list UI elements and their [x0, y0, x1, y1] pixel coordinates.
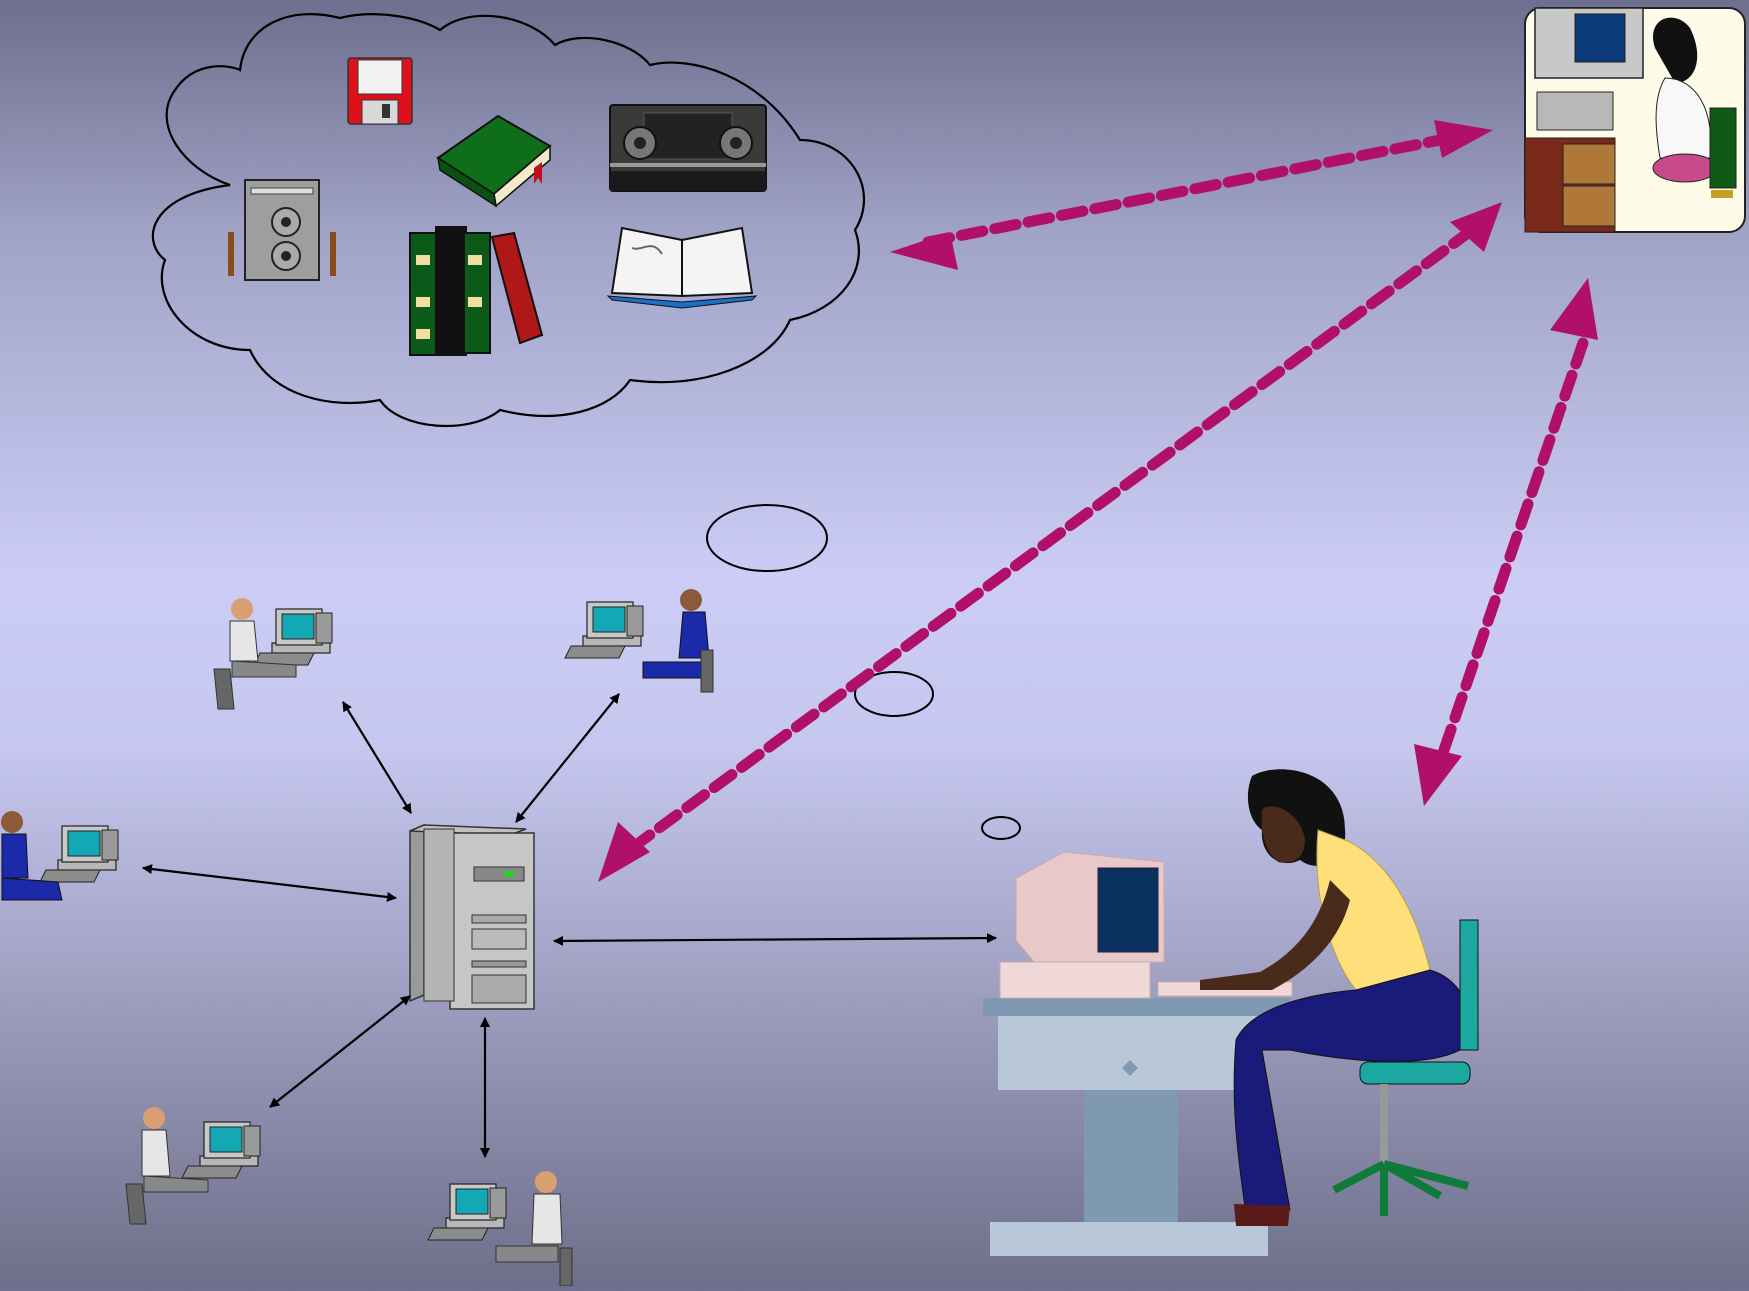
thought-bubble-small [981, 816, 1021, 840]
wide-area-links [626, 132, 1590, 854]
link-server-workstation-2 [515, 693, 620, 823]
link-server-workstation-4 [269, 995, 411, 1108]
link-cloud-helpdesk [922, 132, 1456, 248]
seated-user-at-desk-icon [983, 769, 1479, 1256]
headset-operator-icon [1524, 7, 1746, 233]
green-book-icon [436, 114, 552, 208]
server-tower-icon [409, 823, 535, 1010]
link-server-workstation-3 [142, 864, 397, 902]
cloud-icon [151, 13, 866, 428]
arrowhead [1434, 120, 1493, 158]
workstation-user-icon [564, 589, 714, 693]
arrowhead [1450, 202, 1502, 252]
arrowhead [1550, 278, 1598, 340]
arrowhead [1414, 744, 1462, 806]
local-links [142, 693, 997, 1158]
thought-bubble-large [706, 504, 828, 572]
workstation-user-icon [1, 811, 119, 901]
resource-cloud [151, 13, 866, 428]
link-server-helpdesk [626, 224, 1478, 854]
arrowhead [890, 232, 958, 270]
wide-area-arrowheads [598, 120, 1598, 882]
audio-speaker-icon [228, 179, 336, 281]
workstation-user-icon [213, 598, 333, 710]
thought-bubble-medium [854, 671, 934, 717]
binders-icon [409, 226, 544, 356]
floppy-disk-icon [347, 57, 413, 125]
arrowhead [598, 822, 650, 882]
link-server-main-user [553, 933, 997, 946]
workstation-user-icon [427, 1171, 573, 1287]
vhs-cassette-icon [609, 104, 767, 192]
link-server-workstation-1 [342, 701, 412, 814]
link-user-helpdesk [1438, 334, 1590, 756]
open-book-icon [606, 226, 758, 309]
workstation-user-icon [125, 1107, 261, 1225]
